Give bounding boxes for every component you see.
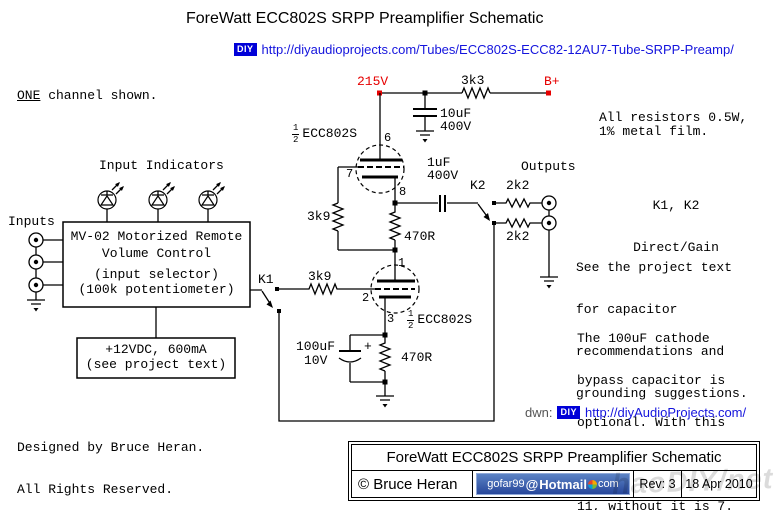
input-indicator-led-2 [148,181,176,223]
cap-100uf [338,334,385,383]
mv02-line1: MV-02 Motorized Remote [70,229,243,244]
pin8-label: 8 [399,185,407,199]
footer-link-row: dwn: DIY http://diyAudioProjects.com/ [525,405,746,420]
diy-badge-icon: DIY [234,43,257,56]
cap-10uf-label: 10uF [440,106,472,121]
page-title: ForeWatt ECC802S SRPP Preamplifier Schem… [186,10,544,27]
header-link-row: DIY http://diyaudioprojects.com/Tubes/EC… [234,42,734,57]
mv02-line3: (input selector) [94,267,219,282]
direct-rail [278,225,495,422]
title-block-title: ForeWatt ECC802S SRPP Preamplifier Schem… [352,445,756,471]
switch-note: K1, K2 Direct/Gain [633,197,719,256]
butterfly-logo-icon [587,479,597,489]
project-note: See the project text for capacitor recom… [576,259,748,401]
pin2-label: 2 [362,291,370,305]
k1-switch [250,287,281,313]
input-indicator-led-1 [97,181,125,223]
output-network [494,197,550,277]
input-jack-2 [28,254,44,270]
b-plus-label: B+ [544,74,560,89]
resistor-3k9-lower-label: 3k9 [308,269,332,284]
mv02-line2: Volume Control [101,246,212,261]
cap-10uf [413,93,437,131]
input-jack-1 [28,232,44,248]
pin3-label: 3 [387,312,395,326]
input-network [35,239,63,300]
resistor-470r-upper-label: 470R [404,229,436,244]
resistor-3k3-label: 3k3 [461,73,485,88]
resistor-470r-lower-label: 470R [401,350,433,365]
project-url-link[interactable]: http://diyaudioprojects.com/Tubes/ECC802… [261,42,734,57]
psu-line1: +12VDC, 600mA [105,342,207,357]
title-block: ForeWatt ECC802S SRPP Preamplifier Schem… [348,441,760,501]
cap-1uf-label: 1uF [427,155,451,170]
resistor-note-line1: All resistors 0.5W, [599,110,748,125]
input-indicator-led-3 [198,181,226,223]
k2-label: K2 [470,178,486,193]
cap-plus-sign: + [364,339,372,354]
outputs-label: Outputs [521,159,576,174]
pin7-label: 7 [346,167,354,181]
revision-cell: Rev: 3 [634,471,682,497]
output-jack-bottom [541,215,557,231]
inputs-label: Inputs [8,214,55,229]
lower-tube [370,264,420,335]
mv02-line4: (100k potentiometer) [78,282,235,297]
watermark: haoDIY/net [611,463,774,501]
psu-line2: (see project text) [85,357,227,372]
resistor-2k2-top-label: 2k2 [506,178,530,193]
dwn-label: dwn: [525,405,553,420]
pin1-label: 1 [398,256,406,270]
credits: Designed by Bruce Heran. All Rights Rese… [17,439,205,498]
input-jack-3 [28,277,44,293]
b-plus-rail [377,86,551,100]
cap-1uf-voltage: 400V [427,168,459,183]
diy-badge-icon: DIY [557,406,580,419]
resistor-note-line2: 1% metal film. [599,124,709,139]
resistor-3k9-upper [331,202,395,251]
output-jack-top [541,195,557,211]
date-cell: 18 Apr 2010 [685,477,753,491]
pin6-label: 6 [384,131,392,145]
title-block-inner: ForeWatt ECC802S SRPP Preamplifier Schem… [351,444,757,498]
cap-1uf [395,195,478,212]
footer-url-link[interactable]: http://diyAudioProjects.com/ [584,405,747,420]
resistor-2k2-bottom-label: 2k2 [506,229,530,244]
input-indicators-label: Input Indicators [99,158,224,173]
k1-label: K1 [258,272,274,287]
psu-box [76,337,236,379]
one-channel-note: ONE channel shown. [17,88,158,103]
resistor-3k9-lower [279,282,375,296]
copyright-cell: © Bruce Heran [352,471,473,497]
cap-100uf-label: 100uF [296,339,336,354]
cap-100uf-voltage: 10V [304,353,328,368]
k2-switch [477,201,496,225]
upper-tube [337,93,405,203]
voltage-215v-label: 215V [357,74,389,89]
resistor-3k9-upper-label: 3k9 [307,209,331,224]
resistor-470r-lower [378,335,392,396]
cap-10uf-voltage: 400V [440,119,472,134]
